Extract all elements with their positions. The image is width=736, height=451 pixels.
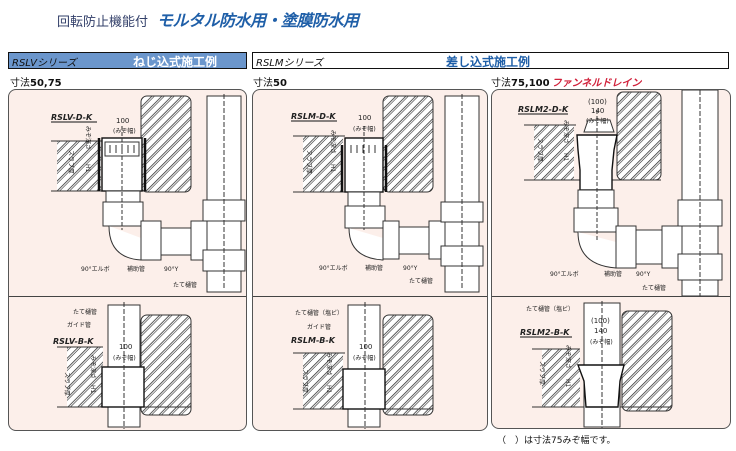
width-dimension-alt: (100) xyxy=(588,98,607,106)
size-label: 寸法50,75 xyxy=(10,74,62,89)
width-label: (みぞ幅) xyxy=(113,354,136,362)
model-label: RSLV-B-K xyxy=(53,337,94,346)
width-dimension: 100 xyxy=(359,343,372,351)
size-prefix: 寸法 xyxy=(491,78,511,89)
width-label: (みぞ幅) xyxy=(590,338,613,346)
riser-label: たて樋管 xyxy=(173,281,197,289)
panel-rslv: RSLV-D-K 100 (みぞ幅) スラブ厚 みぞ深さ H1 90°エルボ 補… xyxy=(8,89,247,431)
model-label: RSLM-B-K xyxy=(291,336,336,345)
h1-label: H1 xyxy=(329,164,336,173)
elbow-label: 90°エルボ xyxy=(550,270,579,278)
riser-label: たて樋管 xyxy=(73,308,97,316)
width-dimension: 140 xyxy=(594,327,607,335)
slab-thickness-label: スラブ厚 xyxy=(305,150,313,174)
y-fitting-label: 90°Y xyxy=(403,265,418,272)
title-prefix: 回転防止機能付 xyxy=(57,15,149,30)
size-value: 75,100 xyxy=(511,78,550,89)
aux-pipe-label: 補助管 xyxy=(604,270,622,278)
y-fitting-label: 90°Y xyxy=(164,266,179,273)
h1-label: H1 xyxy=(564,379,571,388)
h1-label: H1 xyxy=(562,153,569,162)
drawing-rslm2-d-k: RSLM2-D-K (100) 140 (みぞ幅) スラブ厚 みぞ深さ H1 9… xyxy=(518,90,723,296)
divider xyxy=(9,296,246,297)
riser-label: たて樋管 xyxy=(642,284,666,292)
slab-thickness-label: スラブ厚 xyxy=(536,138,544,162)
guide-pipe-label: ガイド管 xyxy=(307,323,331,331)
width-dimension: 100 xyxy=(119,343,132,351)
model-label: RSLM-D-K xyxy=(291,112,336,121)
width-dimension: 100 xyxy=(116,117,129,125)
section-title: 差し込式施工例 xyxy=(446,55,531,69)
divider xyxy=(492,296,730,297)
funnel-drain-label: ファンネルドレイン xyxy=(551,78,642,89)
aux-pipe-label: 補助管 xyxy=(127,265,145,273)
width-label: (みぞ幅) xyxy=(353,354,376,362)
drawing-rslv-b-k: たて樋管 ガイド管 RSLV-B-K 100 (みぞ幅) スラブ厚 みぞ深さ H… xyxy=(53,302,192,429)
guide-pipe-label: ガイド管 xyxy=(67,321,91,329)
width-label: (みぞ幅) xyxy=(113,127,136,135)
slab-thickness-label: スラブ厚 xyxy=(63,372,71,396)
riser-label: たて樋管 xyxy=(409,277,433,285)
h1-label: H1 xyxy=(325,385,332,394)
divider xyxy=(253,296,487,297)
series-name: RSLVシリーズ xyxy=(12,58,77,69)
groove-depth-label: みぞ深さ xyxy=(562,120,570,144)
drawing-rslm-b-k: たて樋管（塩ビ） ガイド管 RSLM-B-K 100 (みぞ幅) スラブ厚 みぞ… xyxy=(291,302,434,429)
riser-label: たて樋管（塩ビ） xyxy=(526,305,574,313)
size-value: 50 xyxy=(273,78,287,89)
page-title: モルタル防水用・塗膜防水用 xyxy=(157,11,359,30)
section-title: ねじ込式施工例 xyxy=(133,55,218,69)
header-rslm: RSLMシリーズ 差し込式施工例 xyxy=(252,52,729,69)
size-prefix: 寸法 xyxy=(253,78,273,89)
slab-thickness-label: スラブ厚 xyxy=(538,361,546,385)
width-dimension: 140 xyxy=(591,107,604,115)
y-fitting-label: 90°Y xyxy=(636,271,651,278)
drawing-rslm2-b-k: たて樋管（塩ビ） RSLM2-B-K (100) 140 (みぞ幅) スラブ厚 … xyxy=(520,301,673,428)
panel-rslm: RSLM-D-K 100 (みぞ幅) スラブ厚 みぞ深さ H1 90°エルボ 補… xyxy=(252,89,488,431)
width-dimension-alt: (100) xyxy=(591,317,610,325)
aux-pipe-label: 補助管 xyxy=(365,264,383,272)
slab-thickness-label: スラブ厚 xyxy=(67,150,75,174)
model-label: RSLV-D-K xyxy=(51,113,93,122)
h1-label: H1 xyxy=(89,385,96,394)
footnote: （ ）は寸法75みぞ幅です。 xyxy=(497,436,616,446)
groove-depth-label: みぞ深さ xyxy=(329,130,337,154)
width-label: (みぞ幅) xyxy=(353,125,376,133)
model-label: RSLM2-D-K xyxy=(518,105,569,114)
riser-label: たて樋管（塩ビ） xyxy=(295,309,343,317)
drawing-rslm-d-k: RSLM-D-K 100 (みぞ幅) スラブ厚 みぞ深さ H1 90°エルボ 補… xyxy=(291,94,484,293)
elbow-label: 90°エルボ xyxy=(319,264,348,272)
size-prefix: 寸法 xyxy=(10,78,30,89)
width-dimension: 100 xyxy=(358,114,371,122)
model-label: RSLM2-B-K xyxy=(520,328,570,337)
size-label: 寸法50 xyxy=(253,74,287,89)
series-name: RSLMシリーズ xyxy=(256,58,323,69)
groove-depth-label: みぞ深さ xyxy=(84,126,92,150)
panel-rslm2: RSLM2-D-K (100) 140 (みぞ幅) スラブ厚 みぞ深さ H1 9… xyxy=(491,89,731,429)
drawing-rslv-d-k: RSLV-D-K 100 (みぞ幅) スラブ厚 みぞ深さ H1 90°エルボ 補… xyxy=(51,94,246,293)
width-label: (みぞ幅) xyxy=(586,117,609,125)
size-value: 50,75 xyxy=(30,78,62,89)
slab-thickness-label: スラブ厚 xyxy=(301,369,309,393)
groove-depth-label: みぞ深さ xyxy=(325,352,333,376)
groove-depth-label: みぞ深さ xyxy=(564,345,572,369)
elbow-label: 90°エルボ xyxy=(81,265,110,273)
groove-depth-label: みぞ深さ xyxy=(89,355,97,379)
h1-label: H1 xyxy=(84,164,91,173)
header-rslv: RSLVシリーズ ねじ込式施工例 xyxy=(8,52,247,69)
